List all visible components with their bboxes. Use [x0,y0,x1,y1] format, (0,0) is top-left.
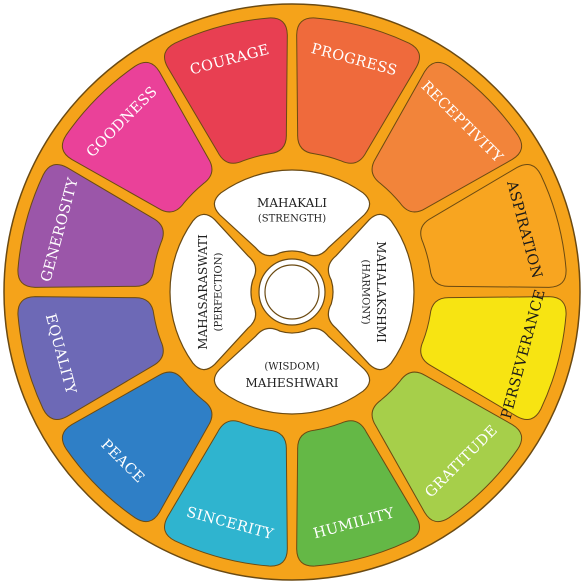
segment-perseverance [420,296,567,420]
center-hub [258,258,326,326]
segment-receptivity [371,61,523,213]
segment-aspiration [420,164,567,288]
inner-quality-maheshwari: (WISDOM) [264,362,319,373]
segment-generosity [17,164,164,288]
inner-name-maheshwari: MAHESHWARI [245,376,338,390]
inner-petals: MAHAKALI (STRENGTH) MAHALAKSHMI(HARMONY) (W… [169,169,415,415]
inner-quality-mahasaraswati: (PERFECTION) [214,252,225,331]
inner-petal-maheshwari [213,327,371,415]
segment-gratitude [371,371,523,523]
segment-sincerity [164,420,288,567]
inner-name-mahasaraswati: MAHASARASWATI [196,234,210,350]
center-hub-inner [264,264,320,320]
inner-petal-mahasaraswati [169,213,257,371]
segment-peace [61,371,213,523]
segment-humility [296,420,420,567]
inner-petal-text-mahasaraswati: MAHASARASWATI (PERFECTION) [196,234,225,350]
inner-quality-mahakali: (STRENGTH) [258,214,326,225]
inner-petal-text-maheshwari: (WISDOM) MAHESHWARI [245,362,338,391]
inner-petal-text-mahakali: MAHAKALI (STRENGTH) [257,196,327,225]
inner-petal-mahakali [213,169,371,257]
segment-goodness [61,61,213,213]
inner-name-mahalakshmi: MAHALAKSHMI [374,241,388,343]
segment-courage [164,17,288,164]
inner-petal-text-mahalakshmi: MAHALAKSHMI(HARMONY) [360,241,389,343]
inner-quality-mahalakshmi: (HARMONY) [360,259,371,324]
inner-name-mahakali: MAHAKALI [257,196,327,210]
segment-progress [296,17,420,164]
segment-equality [17,296,164,420]
inner-petal-mahalakshmi [327,213,415,371]
